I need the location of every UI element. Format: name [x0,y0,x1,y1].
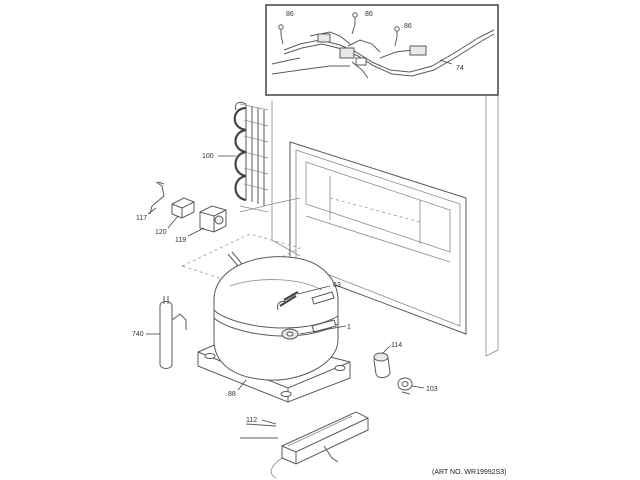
callout-63: 63 [333,282,341,289]
parts-platform [180,233,302,283]
callout-1: 1 [347,324,351,331]
compressor [197,251,351,403]
screw-icon [278,24,284,35]
drier-tube [159,296,187,369]
drain-pan [240,411,369,479]
grommet-part [373,352,391,379]
screw-icon [394,26,400,37]
art-number: (ART NO. WR19992S3) [432,469,506,476]
leader-lines [146,155,425,425]
callout-74: 74 [456,65,464,72]
condenser-coil [233,101,269,213]
clamp-part [397,377,413,395]
callout-119: 119 [175,237,186,244]
screw-icon [352,12,358,24]
relay-part [171,197,195,219]
overload-part [199,205,227,233]
callout-86: 86 [404,23,412,30]
callout-103: 103 [426,386,438,393]
bracket-part [149,181,165,215]
callout-100: 100 [202,153,214,160]
callout-114: 114 [391,342,402,349]
callout-88: 88 [228,391,236,398]
callout-112: 112 [246,417,257,424]
callout-117: 117 [136,215,147,222]
cabinet-outline [239,96,499,357]
inset-wiring-panel [265,4,499,96]
callout-120: 120 [155,229,167,236]
callout-86: 86 [365,11,373,18]
callout-740: 740 [132,331,144,338]
callout-86: 86 [286,11,294,18]
